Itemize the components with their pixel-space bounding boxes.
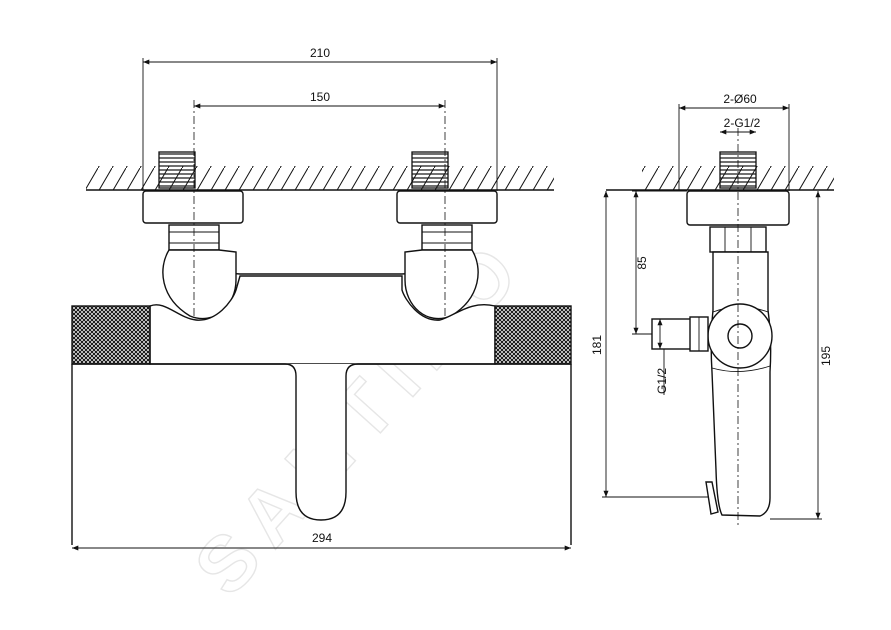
dim-side-flange-diameter: 2-Ø60 (723, 92, 757, 106)
side-valve-cap-inner (727, 323, 753, 349)
side-view: 2-Ø60 2-G1/2 85 181 195 G1/2 (590, 92, 834, 526)
dim-side-total-height: 195 (819, 346, 833, 366)
front-left-knurled-knob (71, 305, 151, 365)
front-left-flange (142, 190, 244, 224)
front-connecting-bar (218, 251, 423, 275)
front-right-inlet-thread (411, 151, 449, 189)
dim-side-outlet-height: 85 (635, 256, 649, 270)
front-left-inlet-thread (158, 151, 196, 189)
dim-front-inlet-spacing: 150 (310, 90, 330, 104)
front-left-elbow (162, 249, 237, 320)
front-wall-hatch (86, 166, 554, 190)
front-right-knurled-knob (494, 305, 572, 365)
side-outlet-pipe (651, 318, 693, 350)
front-right-neck (421, 224, 473, 251)
dim-side-inlet-thread: 2-G1/2 (724, 116, 761, 130)
side-body-profile (710, 251, 772, 517)
dim-front-total-width: 294 (312, 531, 332, 545)
front-right-flange (396, 190, 498, 224)
front-main-body (149, 275, 496, 365)
front-view: 210 150 294 (71, 46, 572, 551)
side-bottom-spout (705, 481, 719, 515)
front-shelf-spout (71, 363, 572, 545)
dim-side-outlet-thread: G1/2 (655, 368, 669, 394)
dim-front-outer-spacing: 210 (310, 46, 330, 60)
dim-side-outlet-total: 181 (590, 335, 604, 355)
